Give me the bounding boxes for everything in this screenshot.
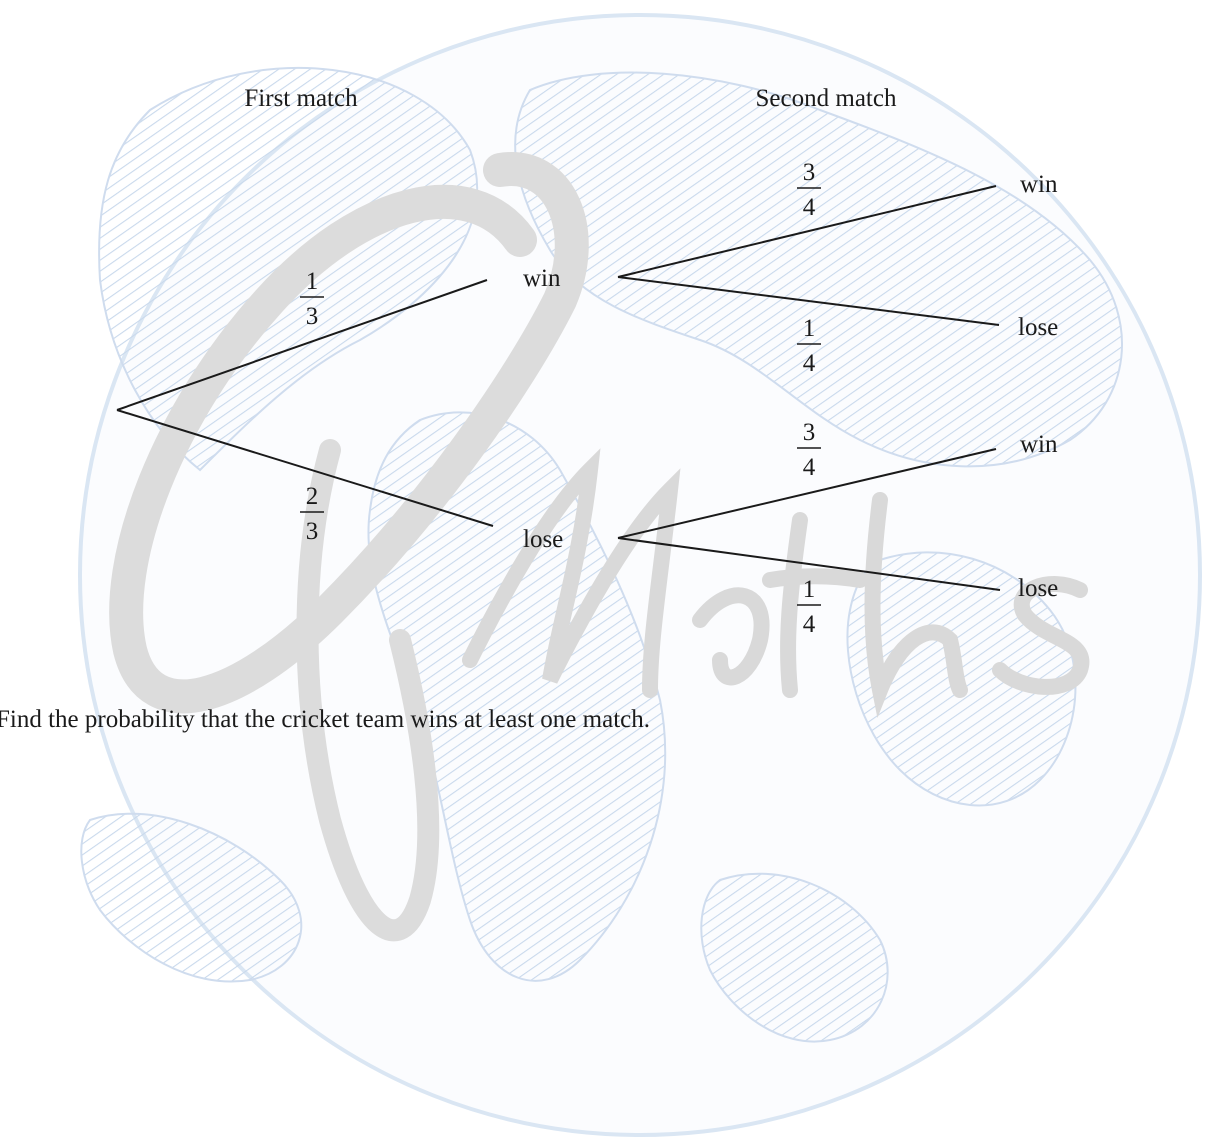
numerator: 3 <box>803 159 816 186</box>
outcome-win-then-win: win <box>1020 171 1058 198</box>
probability-win-then-win: 3 4 <box>797 159 821 221</box>
second-match-heading: Second match <box>756 85 897 112</box>
branch-first-lose <box>116 409 494 527</box>
outcome-first-lose: lose <box>523 526 563 553</box>
probability-lose-then-win: 3 4 <box>797 419 821 481</box>
numerator: 1 <box>803 315 816 342</box>
branch-lose-then-win <box>617 448 997 539</box>
numerator: 2 <box>306 483 319 510</box>
branch-lose-then-lose <box>617 537 1001 591</box>
denominator: 4 <box>803 454 816 481</box>
branch-win-then-win <box>617 185 997 278</box>
outcome-lose-then-lose: lose <box>1018 575 1058 602</box>
probability-win-then-lose: 1 4 <box>797 315 821 377</box>
denominator: 4 <box>803 194 816 221</box>
probability-first-lose: 2 3 <box>300 483 324 545</box>
outcome-win-then-lose: lose <box>1018 314 1058 341</box>
branch-win-then-lose <box>617 276 1000 326</box>
numerator: 1 <box>306 268 319 295</box>
numerator: 1 <box>803 576 816 603</box>
first-match-heading: First match <box>244 85 358 112</box>
probability-first-win: 1 3 <box>300 268 324 330</box>
denominator: 4 <box>803 350 816 377</box>
probability-lose-then-lose: 1 4 <box>797 576 821 638</box>
branch-first-win <box>116 279 488 411</box>
outcome-lose-then-win: win <box>1020 431 1058 458</box>
numerator: 3 <box>803 419 816 446</box>
question-text: Find the probability that the cricket te… <box>0 706 650 733</box>
denominator: 3 <box>306 303 319 330</box>
denominator: 3 <box>306 518 319 545</box>
denominator: 4 <box>803 611 816 638</box>
outcome-first-win: win <box>523 265 561 292</box>
